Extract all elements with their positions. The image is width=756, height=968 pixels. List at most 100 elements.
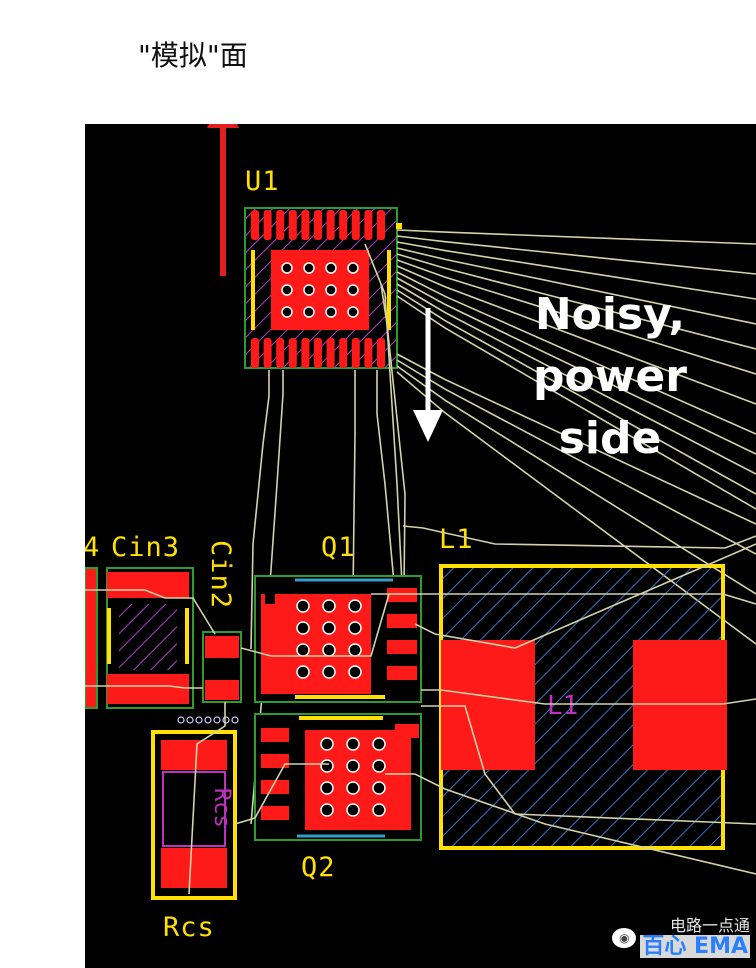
via <box>322 643 336 657</box>
trace <box>396 353 756 525</box>
svg-text:Cin2: Cin2 <box>205 540 236 609</box>
cin2-via-row <box>177 716 239 724</box>
via <box>296 599 310 613</box>
via <box>325 262 337 274</box>
pad-gap <box>265 592 275 604</box>
q1-pad <box>387 640 417 654</box>
via <box>303 306 315 318</box>
via <box>186 716 194 724</box>
via <box>346 781 360 795</box>
via <box>322 621 336 635</box>
via <box>322 599 336 613</box>
via <box>348 621 362 635</box>
u1-pin <box>364 210 373 240</box>
via <box>320 759 334 773</box>
via <box>372 781 386 795</box>
u1-pin <box>276 338 285 368</box>
via <box>204 716 212 724</box>
via <box>222 716 230 724</box>
via <box>325 284 337 296</box>
u1-pin <box>251 210 259 240</box>
u1-pin <box>263 338 272 368</box>
via <box>296 621 310 635</box>
u1-pin <box>288 338 297 368</box>
u1-pin <box>251 338 259 368</box>
trace <box>396 277 756 455</box>
cin2-capacitor: Cin2 <box>177 540 242 724</box>
u1-pin1-marker <box>396 223 402 229</box>
u1-pin <box>339 210 348 240</box>
u1-package: U1 <box>244 166 402 369</box>
via <box>346 737 360 751</box>
q2-vias <box>320 737 386 817</box>
u1-pin <box>364 338 373 368</box>
q2-pad <box>261 806 289 820</box>
u1-pin <box>301 210 310 240</box>
trace <box>396 259 756 375</box>
svg-text:Cin3: Cin3 <box>111 532 180 563</box>
via <box>347 262 359 274</box>
q1-right-pads <box>265 588 417 680</box>
via <box>372 803 386 817</box>
u1-pin <box>314 338 322 368</box>
u1-pin <box>339 338 348 368</box>
u1-pin <box>314 210 322 240</box>
watermark-line-1: 电路一点通 <box>669 916 750 936</box>
watermark: ◉ 电路一点通 百心 EMA <box>612 916 750 959</box>
trace <box>396 229 756 245</box>
trace <box>396 359 756 555</box>
via <box>281 284 293 296</box>
via <box>296 643 310 657</box>
svg-text:Rcs: Rcs <box>163 912 215 943</box>
via <box>320 803 334 817</box>
svg-text:L1: L1 <box>439 524 474 555</box>
red-up-arrow-icon <box>207 124 239 276</box>
q2-mosfet: Q2 <box>254 713 422 883</box>
u1-pin <box>326 338 335 368</box>
via <box>372 737 386 751</box>
trace <box>396 265 756 405</box>
u1-pin <box>301 338 310 368</box>
annotation-line-2: power <box>533 351 687 402</box>
via <box>348 643 362 657</box>
via <box>281 262 293 274</box>
u1-pin <box>351 338 360 368</box>
cin3-capacitor: Cin3 <box>106 532 194 709</box>
via <box>347 284 359 296</box>
trace <box>396 365 756 595</box>
watermark-line-2: 百心 EMA <box>640 933 750 959</box>
via <box>347 306 359 318</box>
q1-pad <box>387 666 417 680</box>
page-title: "模拟"面 <box>138 39 248 72</box>
trace <box>396 241 756 300</box>
annotation-line-1: Noisy, <box>534 289 686 340</box>
via <box>195 716 203 724</box>
trace <box>396 295 756 510</box>
via <box>303 262 315 274</box>
pcb-layout: U1 4 Cin3 <box>85 124 756 943</box>
u1-pin <box>263 210 272 240</box>
via <box>372 759 386 773</box>
q2-pad <box>261 780 289 794</box>
svg-text:L1: L1 <box>547 691 578 721</box>
q1-pad <box>387 588 417 602</box>
via <box>320 781 334 795</box>
wechat-icon: ◉ <box>612 928 637 949</box>
via <box>348 599 362 613</box>
u1-pins-top <box>251 210 385 240</box>
q2-pad <box>261 728 289 742</box>
trace <box>396 283 756 475</box>
u1-label: U1 <box>245 166 280 197</box>
via <box>346 803 360 817</box>
via <box>231 716 239 724</box>
u1-pin <box>377 210 385 240</box>
l1-inductor: L1 L1 <box>439 524 727 850</box>
q1-mosfet: Q1 <box>254 532 422 703</box>
via <box>346 759 360 773</box>
svg-text:Q2: Q2 <box>301 852 336 883</box>
cin4-partial: 4 <box>85 532 99 709</box>
rcs-resistor: Rcs Rcs <box>151 730 237 943</box>
via <box>325 306 337 318</box>
via <box>320 737 334 751</box>
via <box>348 665 362 679</box>
